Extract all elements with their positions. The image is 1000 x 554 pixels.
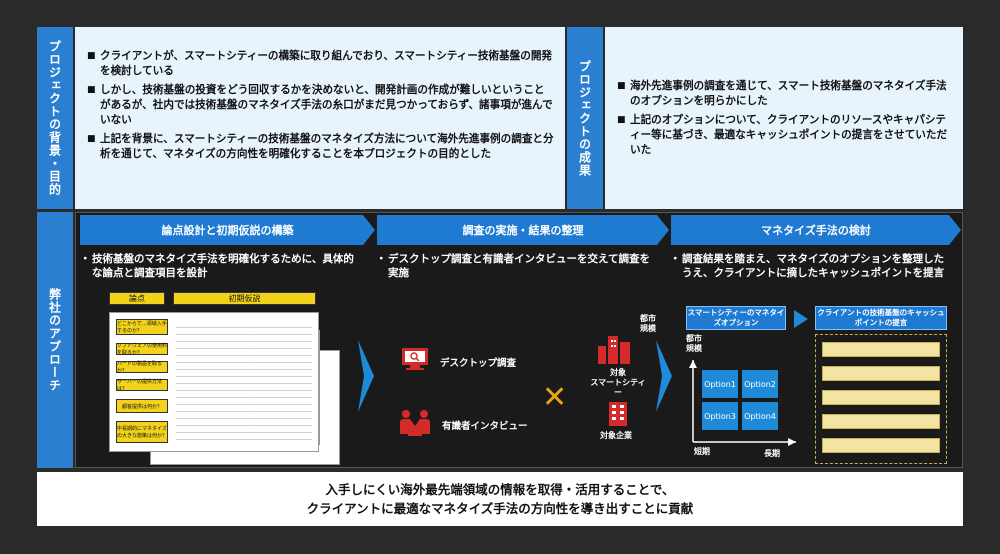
background-bullet-1: クライアントが、スマートシティーの構築に取り組んでおり、スマートシティー技術基盤…: [87, 49, 555, 79]
option-1: Option1: [702, 370, 738, 398]
results-panel: 海外先進事例の調査を通じて、スマート技術基盤のマネタイズ手法のオプションを明らか…: [605, 27, 963, 209]
proposal-bar-2: [822, 366, 940, 381]
step-1-header: 論点設計と初期仮説の構築: [80, 215, 375, 245]
company-icon: [606, 400, 630, 426]
doc-lines: [176, 321, 312, 445]
target-company-label: 対象企業: [600, 431, 632, 440]
issue-row-2: ソフトウェアの使用料を取るか？: [116, 343, 168, 356]
city-icon: [596, 332, 634, 364]
issue-row-5: 顧客提供は何か？: [116, 399, 168, 413]
results-bullet-1: 海外先進事例の調査を通じて、スマート技術基盤のマネタイズ手法のオプションを明らか…: [617, 79, 953, 109]
y-axis-label: 都市規模: [686, 334, 702, 353]
background-bullets: クライアントが、スマートシティーの構築に取り組んでおり、スマートシティー技術基盤…: [87, 49, 555, 162]
results-bullet-2: 上記のオプションについて、クライアントのリソースやキャパシティー等に基づき、最適…: [617, 113, 953, 158]
arrow-options-to-proposal: [794, 310, 808, 328]
interview-icon: [398, 408, 432, 438]
results-bullets: 海外先進事例の調査を通じて、スマート技術基盤のマネタイズ手法のオプションを明らか…: [617, 79, 953, 158]
arrow-step2-to-3: [656, 340, 672, 412]
option-4: Option4: [742, 402, 778, 430]
issue-header: 論点: [109, 292, 165, 305]
issue-row-6: 中長期的にマネタイズの大きな施策は何か？: [116, 421, 168, 443]
target-city-label: 対象 スマートシティー: [590, 368, 646, 397]
background-bullet-2: しかし、技術基盤の投資をどう回収するかを決めないと、開発計画の作成が難しいという…: [87, 83, 555, 128]
proposal-bar-3: [822, 390, 940, 405]
conclusion-line-2: クライアントに最適なマネタイズ手法の方向性を導き出すことに貢献: [306, 501, 694, 516]
results-section-label: プロジェクトの成果: [567, 27, 603, 209]
step-2-desc: デスクトップ調査と有識者インタビューを交えて調査を実施: [376, 252, 660, 280]
options-header: スマートシティーのマネタイズオプション: [686, 306, 786, 330]
city-scale-label: 都市規模: [640, 314, 656, 333]
step-3-desc: 調査結果を踏まえ、マネタイズのオプションを整理したうえ、クライアントに摘したキャ…: [670, 252, 954, 280]
proposal-box: [815, 334, 947, 464]
desktop-icon: [400, 346, 430, 372]
issue-row-3: ハードの製品を取るか？: [116, 361, 168, 374]
step-2-header: 調査の実施・結果の整理: [377, 215, 669, 245]
expert-interview-label: 有識者インタビュー: [442, 421, 528, 432]
document-front: どこからで…領域入手するのか？ ソフトウェアの使用料を取るか？ ハードの製品を取…: [109, 312, 319, 452]
option-2: Option2: [742, 370, 778, 398]
desktop-research-label: デスクトップ調査: [440, 358, 517, 369]
step-1-desc: 技術基盤のマネタイズ手法を明確化するために、具体的な論点と調査項目を設計: [80, 252, 360, 280]
proposal-bar-1: [822, 342, 940, 357]
arrow-step1-to-2: [358, 340, 374, 412]
proposal-header: クライアントの技術基盤のキャッシュポイントの提言: [815, 306, 947, 330]
background-bullet-3: 上記を背景に、スマートシティーの技術基盤のマネタイズ方法について海外先進事例の調…: [87, 132, 555, 162]
conclusion-line-1: 入手しにくい海外最先端領域の情報を取得・活用することで、: [325, 482, 675, 497]
options-axes: [689, 360, 796, 446]
option-3: Option3: [702, 402, 738, 430]
hypothesis-header: 初期仮説: [173, 292, 316, 305]
step-3-header: マネタイズ手法の検討: [671, 215, 961, 245]
cross-mark: ✕: [542, 380, 568, 415]
issue-row-4: サーバーの提供方法は？: [116, 379, 168, 392]
background-panel: クライアントが、スマートシティーの構築に取り組んでおり、スマートシティー技術基盤…: [75, 27, 565, 209]
issue-row-1: どこからで…領域入手するのか？: [116, 319, 168, 335]
x-long-label: 長期: [764, 449, 780, 458]
background-section-label: プロジェクトの背景・目的: [37, 27, 73, 209]
proposal-bar-4: [822, 414, 940, 429]
proposal-bar-5: [822, 438, 940, 453]
x-short-label: 短期: [694, 447, 710, 456]
conclusion-banner: 入手しにくい海外最先端領域の情報を取得・活用することで、 クライアントに最適なマ…: [37, 472, 963, 526]
approach-section-label: 弊社のアプローチ: [37, 212, 73, 468]
